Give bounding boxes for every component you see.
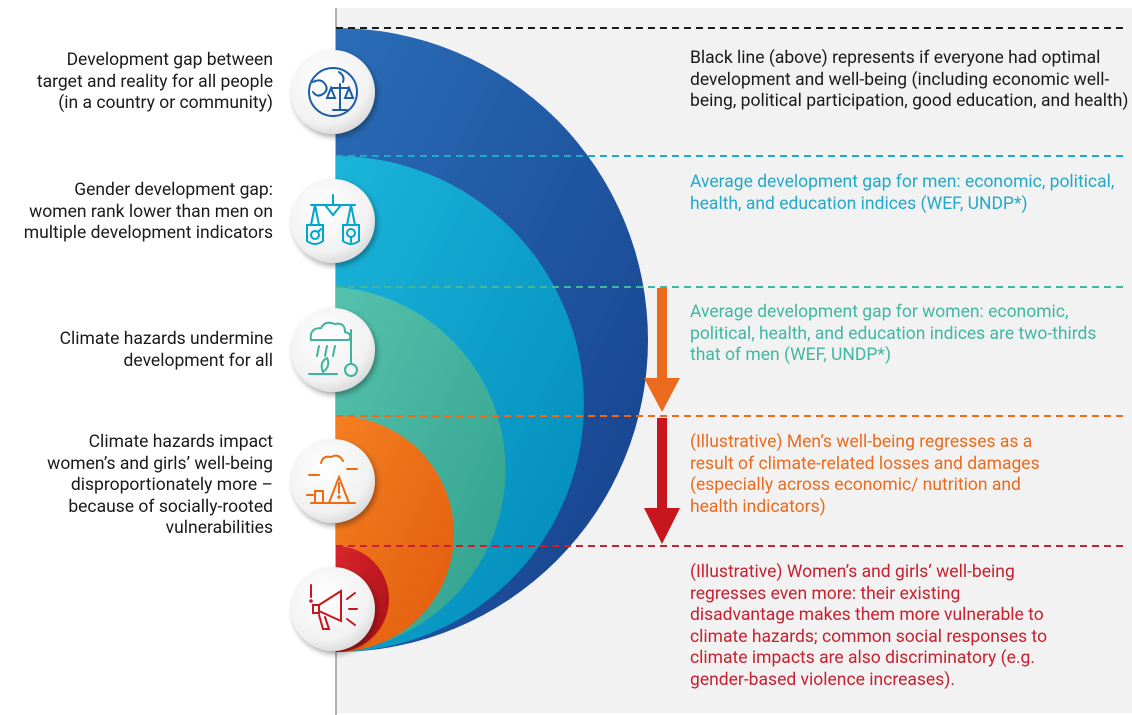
- desc-black-line: Black line (above) represents if everyon…: [690, 48, 1129, 111]
- label-climate-hazards: Climate hazards undermine development fo…: [59, 329, 273, 371]
- desc-men-regress: (Illustrative) Men’s well-being regresse…: [690, 432, 1040, 517]
- red-arrow: [644, 418, 680, 544]
- orange-arrow: [644, 288, 680, 412]
- label-development-gap: Development gap between target and reali…: [36, 50, 273, 113]
- desc-women-gap: Average development gap for women: econo…: [690, 302, 1097, 365]
- desc-women-regress: (Illustrative) Women’s and girls’ well-b…: [690, 562, 1048, 690]
- desc-men-gap: Average development gap for men: economi…: [690, 172, 1115, 214]
- gender-scales-icon: [291, 179, 375, 263]
- label-gender-gap: Gender development gap: women rank lower…: [23, 180, 273, 243]
- globe-scales-icon: [291, 50, 375, 134]
- disaster-warning-icon: [291, 439, 375, 523]
- climate-hazard-icon: [291, 308, 375, 392]
- megaphone-alert-icon: [291, 567, 375, 651]
- label-women-impact: Climate hazards impact women’s and girls…: [47, 432, 273, 538]
